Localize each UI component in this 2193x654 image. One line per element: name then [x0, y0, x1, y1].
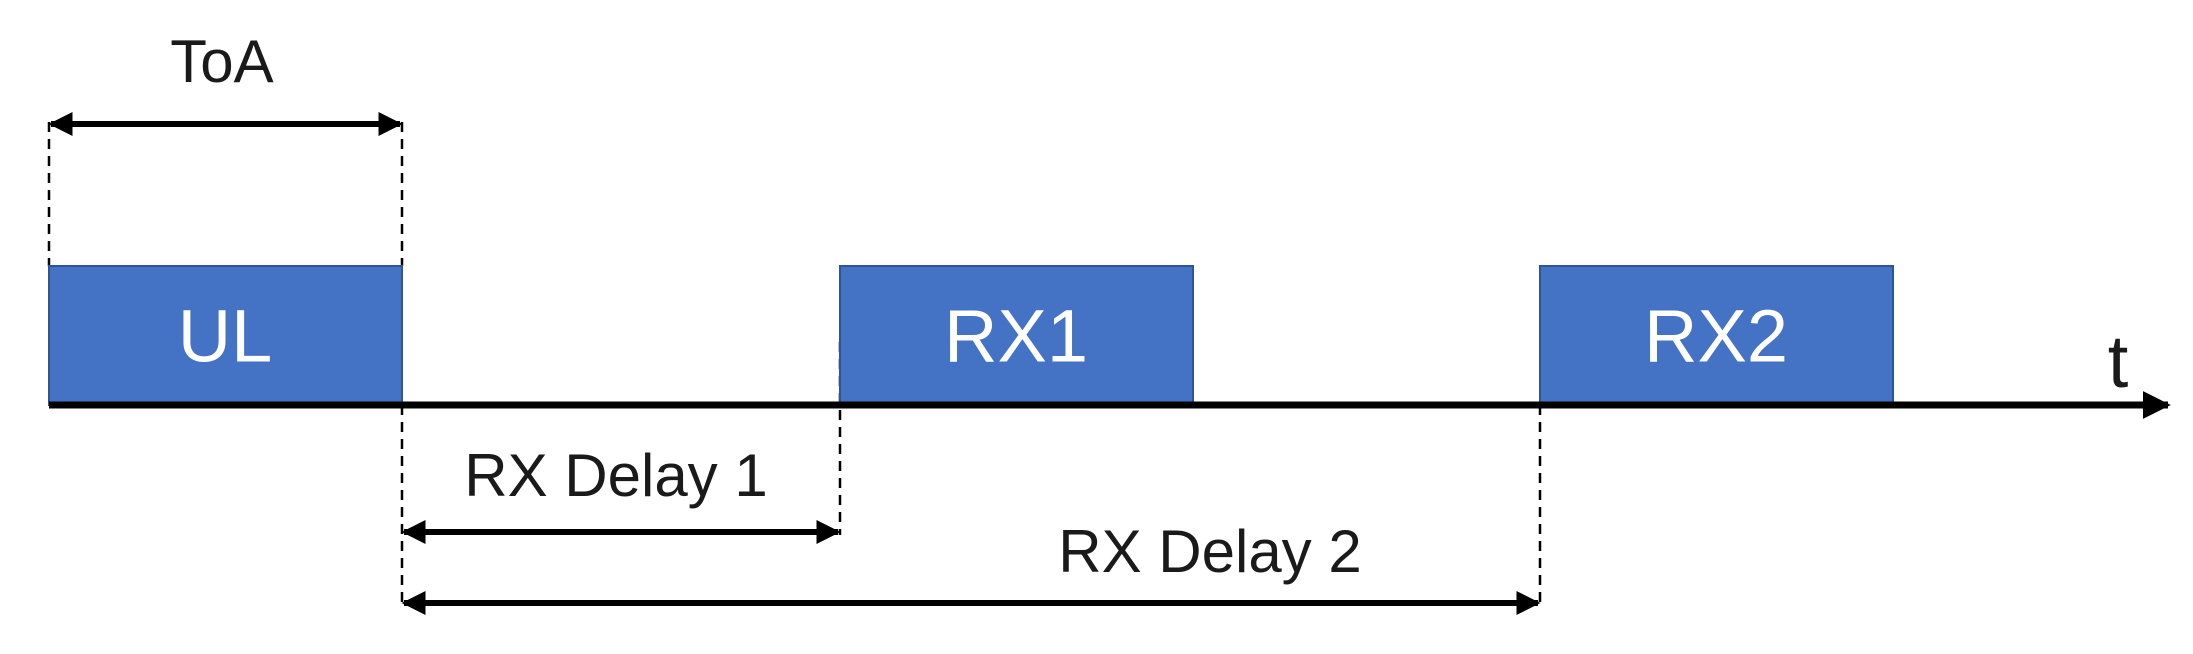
time-axis-label: t	[2108, 320, 2129, 403]
rx-delay-1-label: RX Delay 1	[464, 442, 767, 509]
rx2-block: RX2	[1539, 265, 1894, 406]
rx2-block-label: RX2	[1644, 295, 1788, 378]
time-axis: t	[49, 320, 2171, 419]
ul-block-label: UL	[178, 295, 273, 378]
rx-delay-2-dimension: RX Delay 2	[401, 518, 1541, 615]
rx-delay-2-label: RX Delay 2	[1058, 518, 1361, 585]
toa-dimension: ToA	[48, 28, 403, 136]
rx-delay-1-dimension: RX Delay 1	[401, 442, 841, 544]
toa-label: ToA	[170, 28, 273, 95]
ul-block-rect	[48, 265, 403, 406]
dashed-guides	[47, 122, 1542, 605]
rx1-block-rect	[839, 265, 1194, 406]
rx2-block-rect	[1539, 265, 1894, 406]
ul-block: UL	[48, 265, 403, 406]
rx1-block-label: RX1	[944, 295, 1088, 378]
rx1-block: RX1	[839, 265, 1194, 406]
